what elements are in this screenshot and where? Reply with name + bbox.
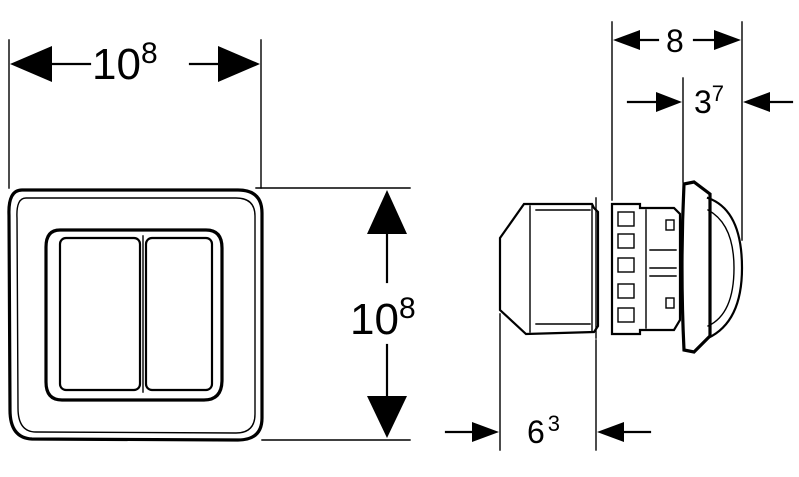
arrow-left <box>597 422 624 442</box>
dim-value-base: 10 <box>92 40 141 89</box>
arrow-up <box>367 190 407 234</box>
dim-label-total-depth: 8 <box>666 23 684 59</box>
arrow-right <box>218 46 260 82</box>
dim-button-depth: 37 <box>626 77 794 183</box>
arrow-left <box>743 92 770 112</box>
dim-value-base: 10 <box>350 295 399 344</box>
dim-label-button-depth: 37 <box>694 81 724 120</box>
dim-value-sup: 8 <box>141 37 158 70</box>
plate-outer-outline <box>7 188 264 442</box>
mechanism-slot <box>617 307 635 323</box>
mechanism-slot <box>617 257 635 273</box>
button-dome-profile <box>706 196 744 340</box>
plate-profile <box>680 180 712 354</box>
dim-label-plate-width: 108 <box>92 37 158 89</box>
plate-inner-bevel <box>16 197 256 434</box>
dim-value-sup: 7 <box>712 81 724 106</box>
mechanism-slot <box>617 233 635 249</box>
mechanism-block <box>610 202 682 336</box>
arrow-right <box>656 92 682 112</box>
mechanism-slot <box>617 283 635 299</box>
button-frame <box>44 228 224 402</box>
mechanism-slot <box>617 211 635 227</box>
arrow-down <box>367 396 407 438</box>
arrow-right <box>714 30 741 50</box>
housing-body <box>498 202 600 336</box>
dim-value-sup: 8 <box>399 292 416 325</box>
side-view-housing <box>498 180 744 354</box>
arrow-left <box>613 30 640 50</box>
dim-plate-height: 108 <box>255 187 416 441</box>
dim-value-base: 3 <box>694 84 712 120</box>
dim-value-base: 8 <box>666 23 684 59</box>
dim-value-base: 6 <box>527 414 545 450</box>
mechanism-pin <box>665 297 675 309</box>
dim-label-plate-height: 108 <box>350 292 416 344</box>
button-dome-inner <box>707 209 735 327</box>
dim-plate-width: 108 <box>8 37 262 189</box>
front-view-flush-plate <box>7 188 264 442</box>
arrow-right <box>472 422 499 442</box>
mechanism-pin <box>665 219 675 231</box>
left-flush-button <box>58 236 142 392</box>
dim-value-sup: 3 <box>548 411 560 436</box>
dim-total-depth: 8 <box>611 21 743 241</box>
right-flush-button <box>144 236 214 392</box>
arrow-left <box>10 46 52 82</box>
